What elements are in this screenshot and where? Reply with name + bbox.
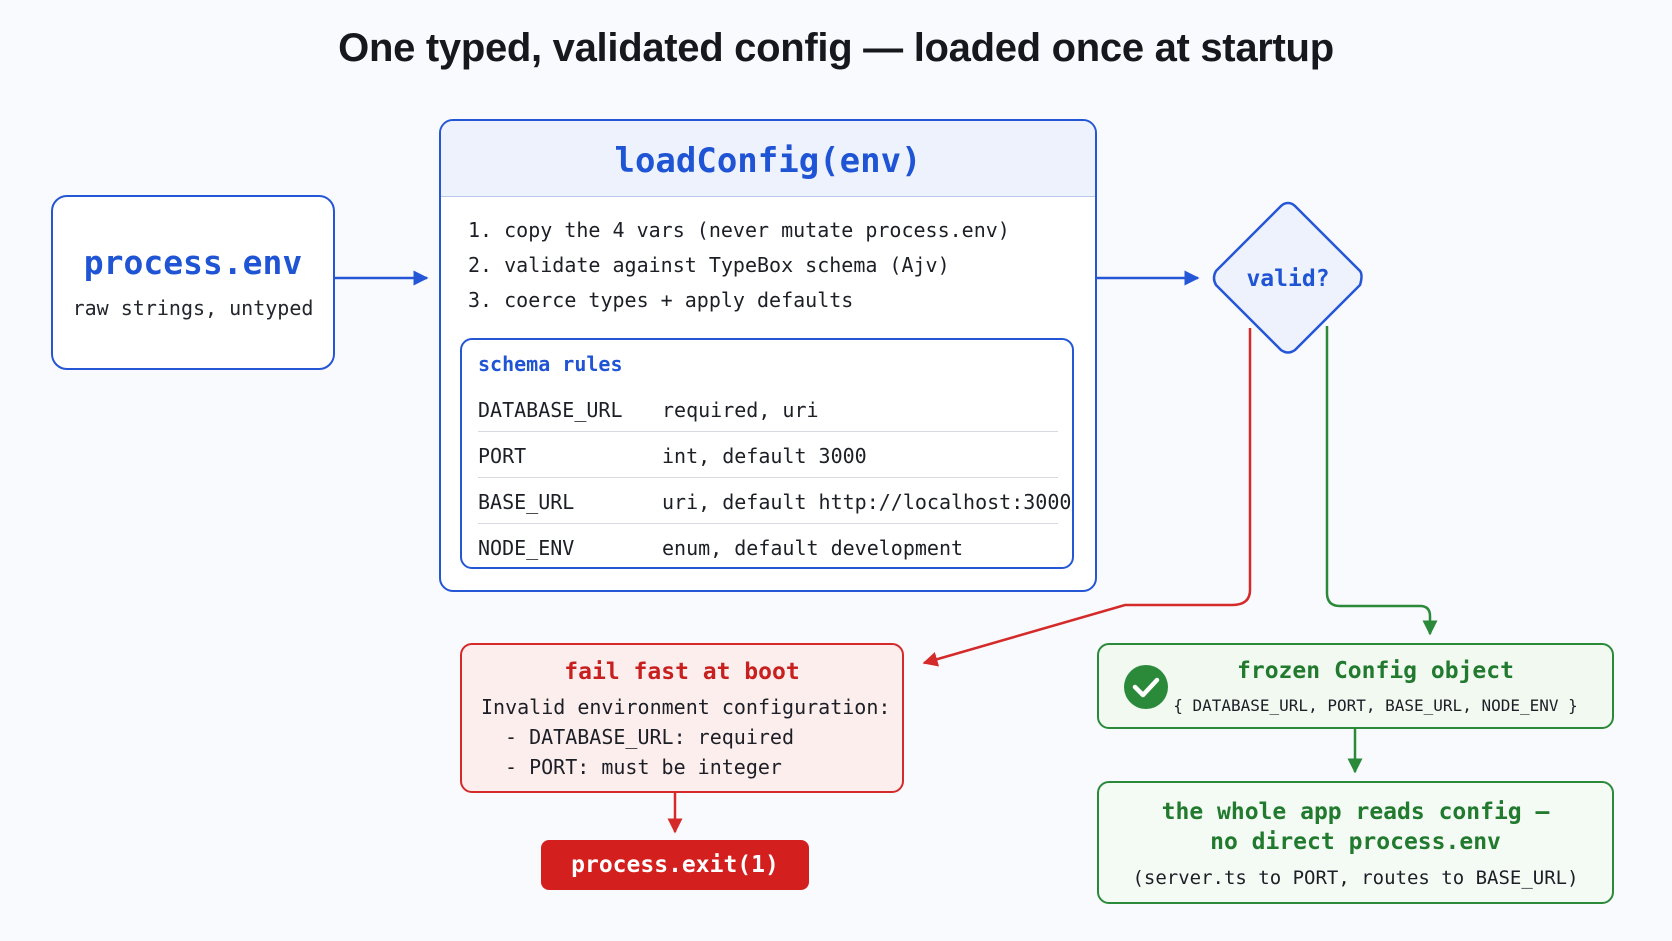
schema-row: NODE_ENV enum, default development <box>478 524 1058 569</box>
schema-rules-panel: schema rules DATABASE_URL required, uri … <box>460 338 1074 569</box>
schema-key: NODE_ENV <box>478 536 575 560</box>
schema-rule: required, uri <box>662 398 819 422</box>
schema-key: PORT <box>478 444 527 468</box>
schema-rule: uri, default http://localhost:3000 <box>662 490 1072 514</box>
diagram-title: One typed, validated config — loaded onc… <box>338 26 1334 70</box>
frozen-config-node: frozen Config object { DATABASE_URL, POR… <box>1097 643 1614 729</box>
check-circle-icon <box>1124 665 1168 709</box>
process-env-node: process.env raw strings, untyped <box>51 195 335 370</box>
step-copy: 1. copy the 4 vars (never mutate process… <box>468 218 1010 242</box>
schema-row: PORT int, default 3000 <box>478 432 1058 478</box>
schema-key: BASE_URL <box>478 490 575 514</box>
fail-fast-message: Invalid environment configuration: <box>481 695 891 719</box>
process-env-subtitle: raw strings, untyped <box>72 296 314 320</box>
app-reads-line-3: (server.ts to PORT, routes to BASE_URL) <box>1132 867 1579 889</box>
validity-decision-node: valid? <box>1209 199 1367 357</box>
schema-row: DATABASE_URL required, uri <box>478 386 1058 432</box>
schema-key: DATABASE_URL <box>478 398 623 422</box>
decision-diamond-shape <box>1212 201 1363 354</box>
app-reads-line-2: no direct process.env <box>1210 829 1501 855</box>
schema-rule: int, default 3000 <box>662 444 867 468</box>
arrow-decision-to-fail <box>922 328 1252 667</box>
load-config-header: loadConfig(env) <box>441 121 1095 197</box>
schema-rules-table: DATABASE_URL required, uri PORT int, def… <box>478 386 1071 569</box>
decision-label: valid? <box>1246 266 1330 292</box>
fail-error-item: - PORT: must be integer <box>505 755 782 779</box>
load-config-node: loadConfig(env) 1. copy the 4 vars (neve… <box>439 119 1097 592</box>
step-coerce: 3. coerce types + apply defaults <box>468 288 854 312</box>
fail-fast-title: fail fast at boot <box>564 659 800 685</box>
schema-rules-heading: schema rules <box>478 352 623 376</box>
step-validate: 2. validate against TypeBox schema (Ajv) <box>468 253 950 277</box>
frozen-config-title: frozen Config object <box>1237 658 1514 684</box>
process-env-label: process.env <box>83 243 303 282</box>
schema-rule: enum, default development <box>662 536 964 560</box>
schema-row: BASE_URL uri, default http://localhost:3… <box>478 478 1071 524</box>
frozen-config-fields: { DATABASE_URL, PORT, BASE_URL, NODE_ENV… <box>1173 696 1578 715</box>
process-exit-node: process.exit(1) <box>541 840 809 890</box>
fail-fast-node: fail fast at boot Invalid environment co… <box>460 643 904 793</box>
app-reads-line-1: the whole app reads config — <box>1161 799 1550 825</box>
load-config-steps: 1. copy the 4 vars (never mutate process… <box>468 218 1010 323</box>
arrow-decision-to-frozen <box>1325 326 1438 636</box>
app-reads-config-node: the whole app reads config — no direct p… <box>1097 781 1614 904</box>
fail-error-item: - DATABASE_URL: required <box>505 725 794 749</box>
